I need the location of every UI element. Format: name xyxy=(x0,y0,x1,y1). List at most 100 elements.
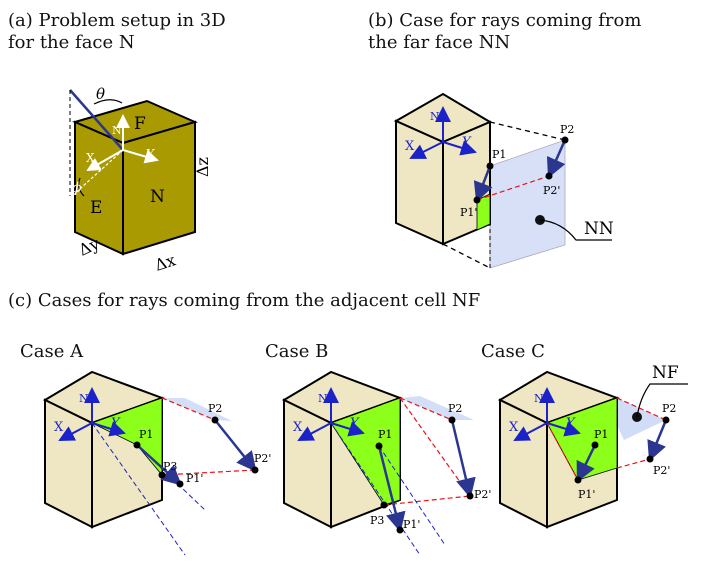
case-a-blue-dashed-1 xyxy=(91,422,186,556)
case-b-ray-2 xyxy=(450,419,476,499)
case-c-point-p2p xyxy=(646,455,654,463)
panel-a-axis-x xyxy=(86,149,124,171)
panel-b-point-p1p xyxy=(473,196,481,204)
panel-b-ray-1 xyxy=(473,165,493,203)
case-b-point-p1p xyxy=(396,526,404,534)
panel-b-axis-x xyxy=(409,141,444,159)
panel-a-theta-arc xyxy=(93,99,123,105)
panel-b-ray-2 xyxy=(546,139,567,179)
case-a-red-dashed-1 xyxy=(161,397,216,421)
case-b-blue-dashed-2 xyxy=(378,445,446,546)
case-b-red-dashed-1 xyxy=(399,397,453,421)
case-b-p3-label: P3 xyxy=(370,514,384,527)
case-c-axis-x xyxy=(513,422,548,441)
panel-b-nn-label: NN xyxy=(584,219,614,239)
panel-b-p1p-label: P1' xyxy=(460,206,477,219)
case-a-axis-x xyxy=(58,422,93,441)
panel-a-axis-y xyxy=(122,149,159,164)
case-c-axis-n-label: N xyxy=(534,392,544,405)
case-c-nf-label: NF xyxy=(652,363,679,383)
case-c-axis-x-label: X xyxy=(509,420,519,435)
case-c-cube-left xyxy=(499,398,548,529)
panel-b-point-p2p xyxy=(545,172,553,180)
case-b-axis-x-label: X xyxy=(293,420,303,435)
caption-b-line2: the far face NN xyxy=(368,32,511,53)
case-c-point-p1 xyxy=(591,441,599,449)
caption-a-line1: (a) Problem setup in 3D xyxy=(8,10,226,31)
case-b-cube-left xyxy=(283,398,332,529)
case-c-label: Case C xyxy=(481,341,545,362)
caption-a-line2: for the face N xyxy=(8,32,135,53)
case-c-ray-1 xyxy=(576,444,597,483)
case-b-p1-label: P1 xyxy=(378,428,392,441)
panel-a-axis-y-label: Y xyxy=(146,147,155,161)
case-b-label: Case B xyxy=(265,341,329,362)
panel-a-phi-arc xyxy=(78,177,85,197)
panel-b-axis-y-label: Y xyxy=(462,135,472,150)
case-b-blue-dashed-1 xyxy=(330,422,421,556)
case-a-axis-n-label: N xyxy=(79,392,89,405)
panel-b-nn-leader xyxy=(539,219,612,241)
case-a-p1-label: P1 xyxy=(139,428,153,441)
caption-c: (c) Cases for rays coming from the adjac… xyxy=(8,290,480,312)
panel-b-point-p1 xyxy=(486,162,494,170)
case-b-axis-x xyxy=(297,422,332,441)
case-a-point-p2p xyxy=(251,466,259,474)
case-b-point-p2p xyxy=(466,492,474,500)
case-a-label: Case A xyxy=(20,341,84,362)
caption-c-line1: (c) Cases for rays coming from the adjac… xyxy=(8,290,481,311)
panel-a-theta-label: θ xyxy=(96,85,105,103)
panel-b-p2p-label: P2' xyxy=(543,184,560,197)
case-a-axis-y xyxy=(91,421,126,437)
case-b-p1p-label: P1' xyxy=(403,518,420,531)
panel-b-dashed-bottom xyxy=(442,243,491,269)
case-b-ray-1 xyxy=(377,445,406,533)
case-b-point-p3 xyxy=(380,501,388,509)
case-c-p2p-label: P2' xyxy=(653,464,670,477)
case-a-cube-left xyxy=(44,398,93,529)
panel-a-ray xyxy=(69,89,124,151)
case-c-red-dashed-2 xyxy=(616,458,651,469)
panel-a-phi-label: ϕ xyxy=(72,180,82,196)
case-b-point-p2 xyxy=(448,416,456,424)
case-b-point-p1 xyxy=(375,442,383,450)
panel-b-dashed-top xyxy=(489,121,566,141)
case-a-axis-x-label: X xyxy=(54,420,64,435)
panel-a-dim-z: Δz xyxy=(193,157,212,177)
panel-b-axis-y xyxy=(442,140,477,156)
case-a-p2-label: P2 xyxy=(208,402,222,415)
case-a-p3-label: P3 xyxy=(163,460,177,473)
case-a-blue-plane xyxy=(162,398,232,421)
case-a-axis-y-label: Y xyxy=(111,416,121,431)
panel-a-projection-dashed xyxy=(71,149,124,197)
caption-a: (a) Problem setup in 3D for the face N xyxy=(8,10,226,54)
panel-b-point-p2 xyxy=(561,136,569,144)
case-a-point-p1p xyxy=(176,480,184,488)
caption-b-line1: (b) Case for rays coming from xyxy=(368,10,642,31)
case-b-blue-plane xyxy=(400,396,474,420)
case-a-p2p-label: P2' xyxy=(254,452,271,465)
case-b-p2p-label: P2' xyxy=(474,488,491,501)
caption-b: (b) Case for rays coming from the far fa… xyxy=(368,10,641,54)
case-c-red-dashed-1 xyxy=(616,397,667,421)
case-b-axis-y xyxy=(330,421,365,437)
case-c-point-p1p xyxy=(574,476,582,484)
case-c-ray-2 xyxy=(647,419,668,462)
panel-b-p1-label: P1 xyxy=(492,148,506,161)
panel-a-face-left-label: E xyxy=(90,198,102,218)
panel-a-dim-x: Δx xyxy=(152,250,177,274)
panel-b-p2-label: P2 xyxy=(560,123,574,136)
case-c-point-p2 xyxy=(662,416,670,424)
case-a-point-p2 xyxy=(211,416,219,424)
panel-b-nn-plane xyxy=(489,139,566,269)
case-c-p1p-label: P1' xyxy=(578,488,595,501)
case-c-p2-label: P2 xyxy=(662,402,676,415)
case-b-p2-label: P2 xyxy=(448,402,462,415)
case-a-point-p3 xyxy=(158,471,166,479)
panel-b-face-left xyxy=(395,119,444,246)
case-c-axis-y xyxy=(546,421,581,437)
case-b-red-dashed-2 xyxy=(383,495,471,506)
case-b-axis-n-label: N xyxy=(318,392,328,405)
case-c-axis-y-label: Y xyxy=(566,416,576,431)
